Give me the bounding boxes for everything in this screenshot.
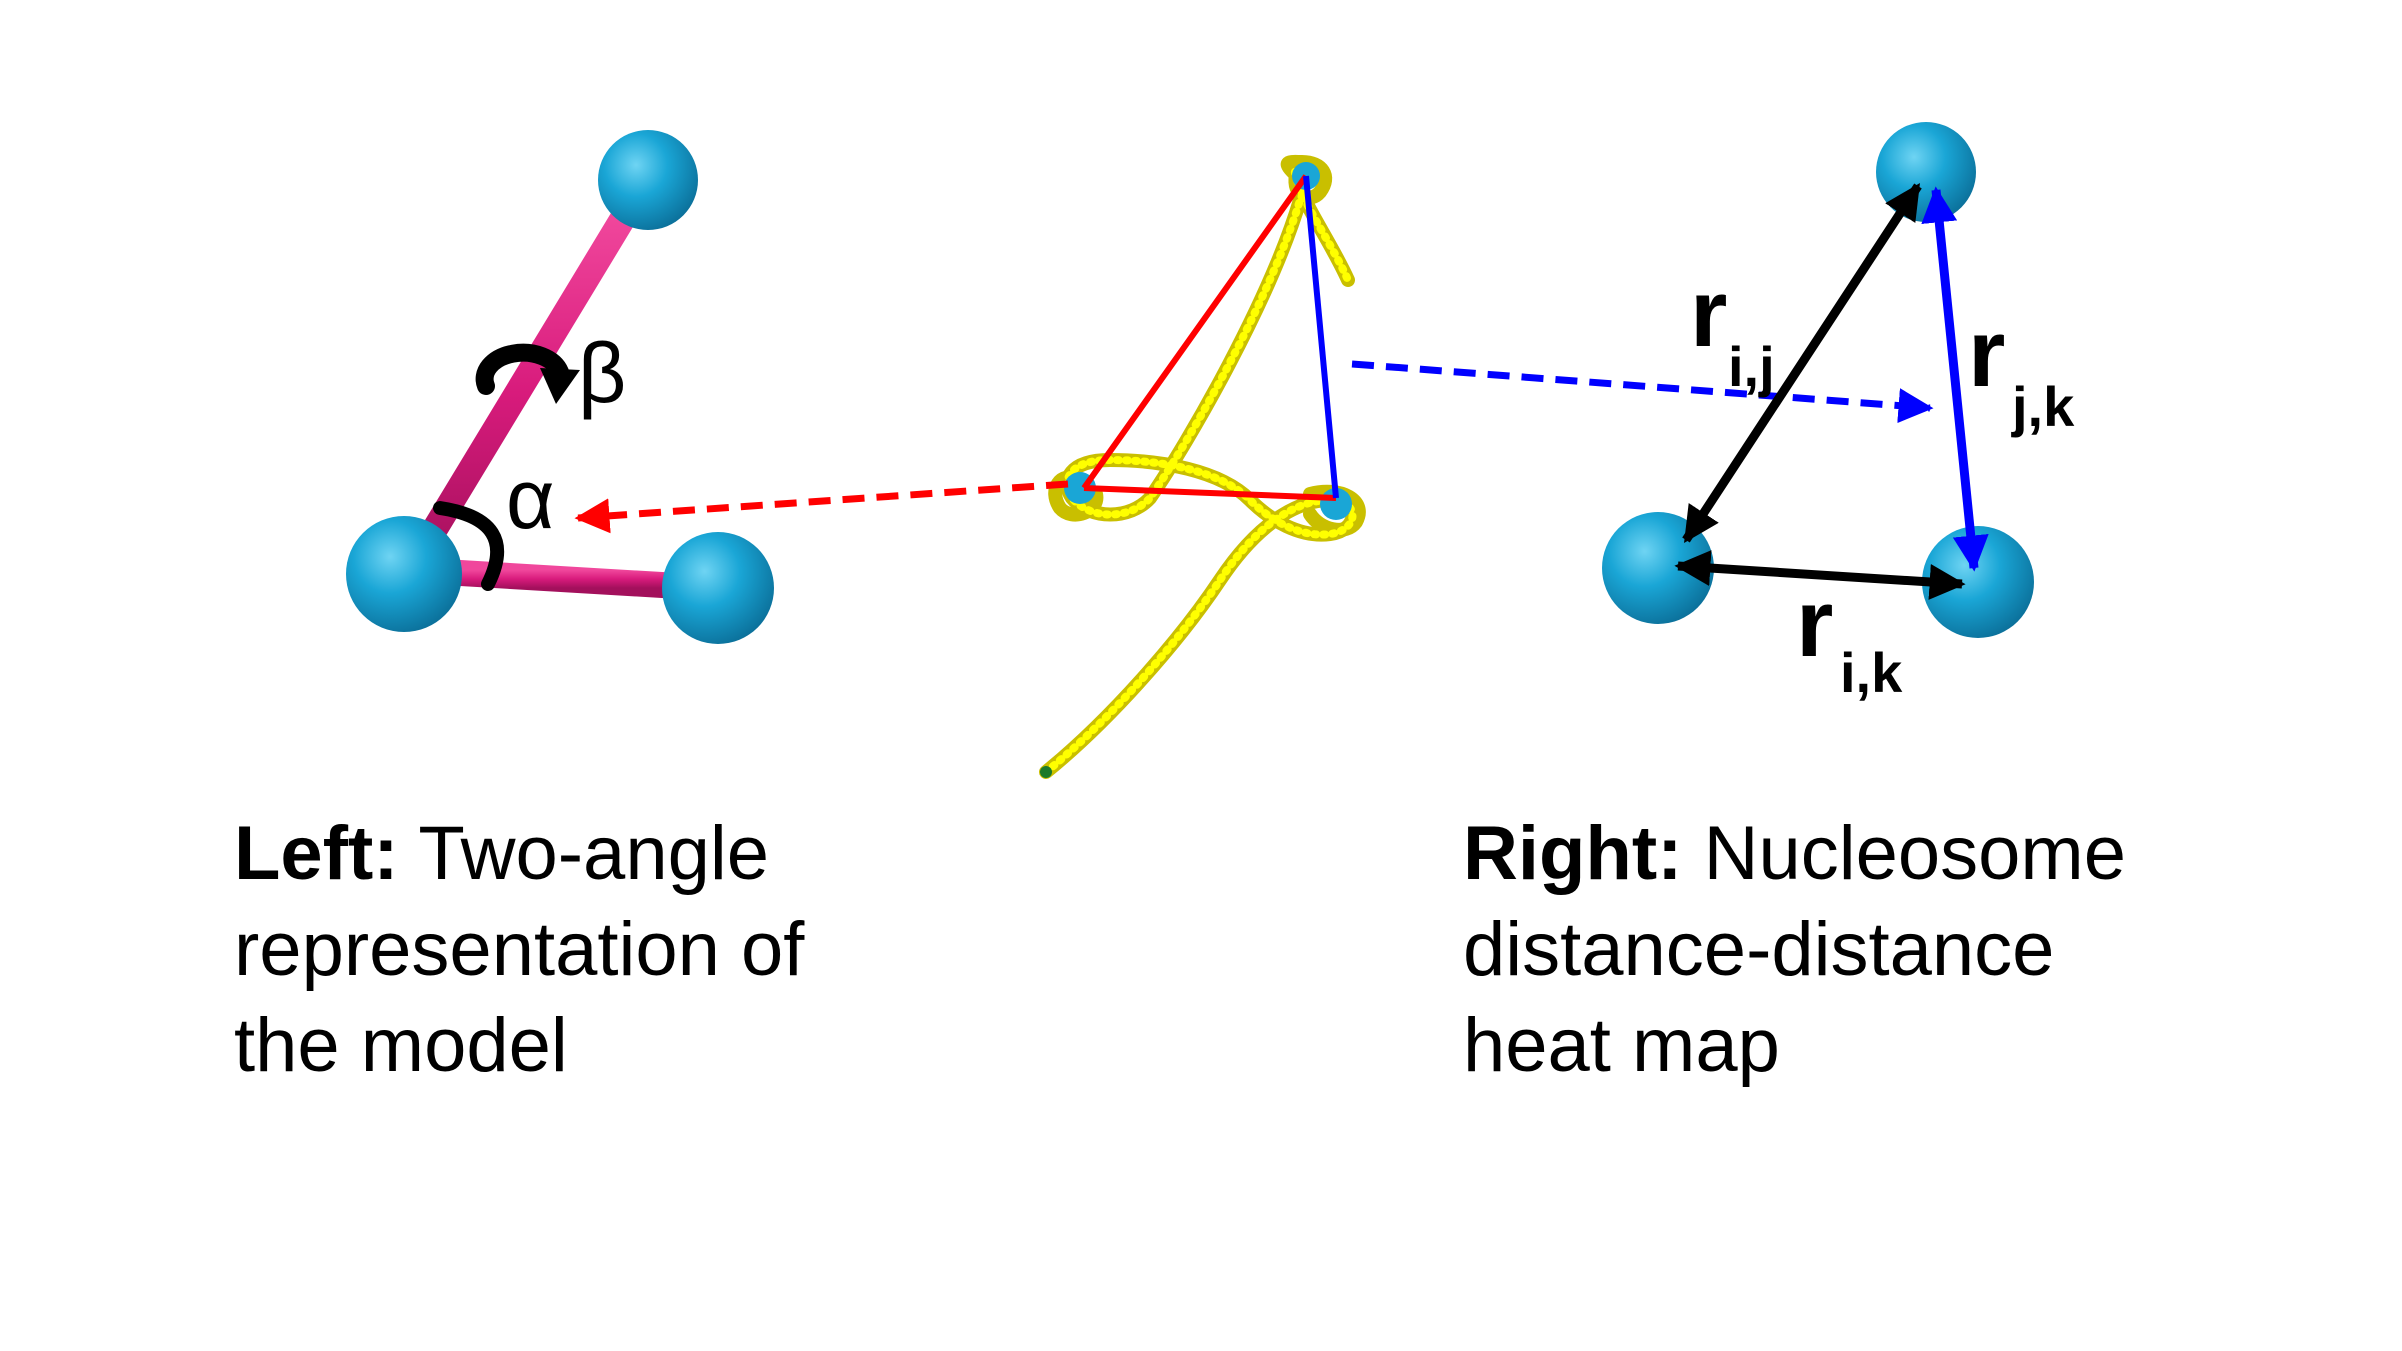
caption-left: Left: Two-angle representation of the mo… (234, 806, 804, 1094)
label-r-ij: r i,j (1690, 260, 1775, 398)
left-model: β α (346, 130, 774, 644)
beta-label: β (578, 326, 626, 420)
nucleosome-sphere-top (598, 130, 698, 230)
red-dashed-arrow (574, 480, 1069, 534)
caption-right-line3: heat map (1463, 1003, 1780, 1088)
right-model: r i,j r j,k r i,k (1602, 122, 2075, 704)
alpha-label: α (506, 452, 555, 546)
blue-dashed-arrow (1351, 360, 1934, 424)
distance-arrow-ik (1674, 550, 1966, 600)
caption-left-line1: Left: Two-angle (234, 811, 770, 896)
nucleosome-sphere-right (662, 532, 774, 644)
caption-right-line1: Right: Nucleosome (1463, 811, 2126, 896)
triangle-edge-red-lower (1083, 485, 1337, 501)
label-r-jk: r j,k (1968, 300, 2075, 438)
caption-left-line3: the model (234, 1003, 568, 1088)
caption-right: Right: Nucleosome distance-distance heat… (1463, 806, 2126, 1094)
beta-rotation-arrow (475, 343, 569, 395)
beta-arrow-head (540, 368, 580, 404)
nucleosome-sphere-j (1876, 122, 1976, 222)
triangle-edge-red-upper (1081, 174, 1309, 490)
chain-end-bead (1040, 766, 1052, 778)
caption-right-line2: distance-distance (1463, 907, 2055, 992)
distance-arrow-ij (1682, 182, 1922, 544)
triangle-edge-blue (1303, 175, 1339, 499)
chromatin-chain (1039, 154, 1366, 779)
caption-left-line2: representation of (234, 907, 805, 992)
alpha-angle-arc (433, 501, 504, 591)
distance-arrow-jk (1921, 186, 1989, 572)
label-r-ik: r i,k (1796, 570, 1903, 704)
nucleosome-sphere-center (346, 516, 462, 632)
